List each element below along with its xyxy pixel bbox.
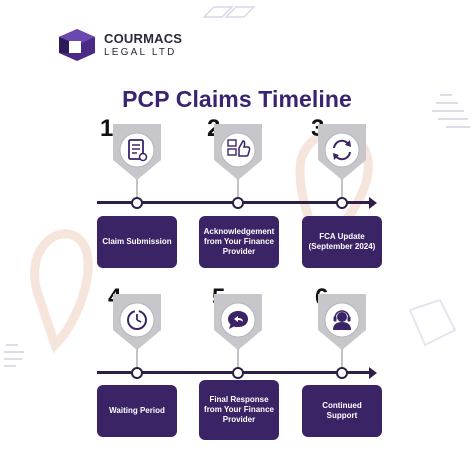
support-agent-icon [318, 294, 366, 350]
timeline-dot-4 [131, 366, 143, 379]
timeline-arrow-1 [369, 196, 377, 209]
step-box-3: FCA Update (September 2024) [302, 216, 382, 268]
timeline-dot-5 [232, 366, 244, 379]
timeline-dot-6 [336, 366, 348, 379]
brand-subtitle: LEGAL LTD [104, 47, 177, 58]
refresh-icon [318, 124, 366, 180]
document-form-icon [113, 124, 161, 180]
thumbs-up-checklist-icon [214, 124, 262, 180]
clock-icon [113, 294, 161, 350]
step-box-5: Final Response from Your Finance Provide… [199, 380, 279, 440]
step-box-2: Acknowledgement from Your Finance Provid… [199, 216, 279, 268]
step-box-6: Continued Support [302, 385, 382, 437]
brand-name: COURMACS [104, 31, 183, 46]
cube-logo-icon [59, 29, 95, 61]
chat-reply-icon [214, 294, 262, 350]
timeline-dot-1 [131, 196, 143, 209]
timeline-arrow-2 [369, 366, 377, 379]
timeline-dot-2 [232, 196, 244, 209]
company-logo: COURMACS LEGAL LTD [57, 27, 182, 63]
step-box-1: Claim Submission [97, 216, 177, 268]
step-box-4: Waiting Period [97, 385, 177, 437]
timeline-dot-3 [336, 196, 348, 209]
step-number-1: 1 [100, 115, 114, 142]
page-title: PCP Claims Timeline [122, 86, 352, 112]
